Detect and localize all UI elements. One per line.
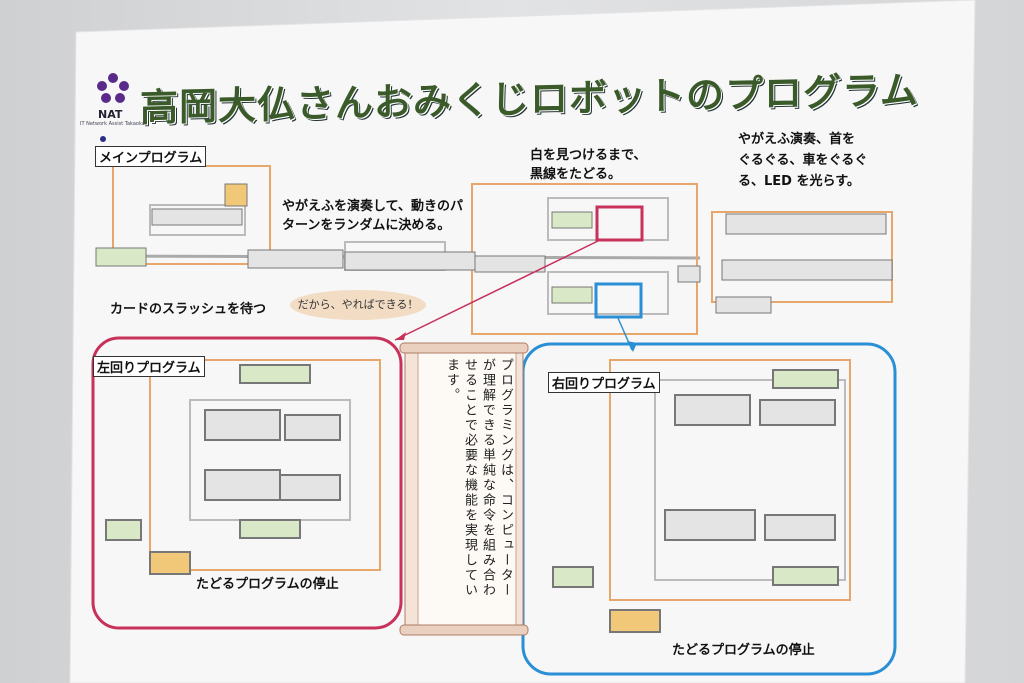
highlight-red xyxy=(595,205,644,242)
random-note-line1: やがえふを演奏して、動きのパ xyxy=(282,199,463,214)
right-program-label: 右回りプログラム xyxy=(548,372,660,393)
wait-card-label: カードのスラッシュを待つ xyxy=(110,302,267,317)
nat-logo-icon xyxy=(97,73,129,142)
logo-subtitle: IT Network Assist Takaoka xyxy=(80,121,145,127)
left-program-diagram xyxy=(105,359,381,575)
white-note-line1: 白を見つけるまで、 xyxy=(530,148,647,163)
right-program-diagram xyxy=(552,359,851,633)
logo-name: NAT xyxy=(98,108,123,121)
scroll-panel xyxy=(399,342,529,636)
random-note-line2: ターンをランダムに決める。 xyxy=(282,218,451,233)
scroll-text: プログラミングは、コンピューターが理解できる単純な命令を組み合わせることで必要な… xyxy=(444,358,513,598)
left-program-frame xyxy=(91,336,403,630)
perform-note-line3: る、LED を光らす。 xyxy=(738,174,860,189)
highlight-blue xyxy=(594,282,643,319)
stop-left-label: たどるプログラムの停止 xyxy=(196,577,339,592)
program-blocks xyxy=(95,183,893,314)
left-program-label: 左回りプログラム xyxy=(93,356,205,377)
white-note-line2: 黒線をたどる。 xyxy=(530,167,622,182)
speech-bubble: だから、やればできる！ xyxy=(290,290,426,320)
perform-note-line1: やがえふ演奏、首を xyxy=(738,132,856,147)
perform-note-line2: ぐるぐる、車をぐるぐ xyxy=(738,153,868,168)
arrow-to-left xyxy=(394,239,601,341)
main-program-label: メインプログラム xyxy=(95,146,207,167)
stop-right-label: たどるプログラムの停止 xyxy=(672,643,815,658)
